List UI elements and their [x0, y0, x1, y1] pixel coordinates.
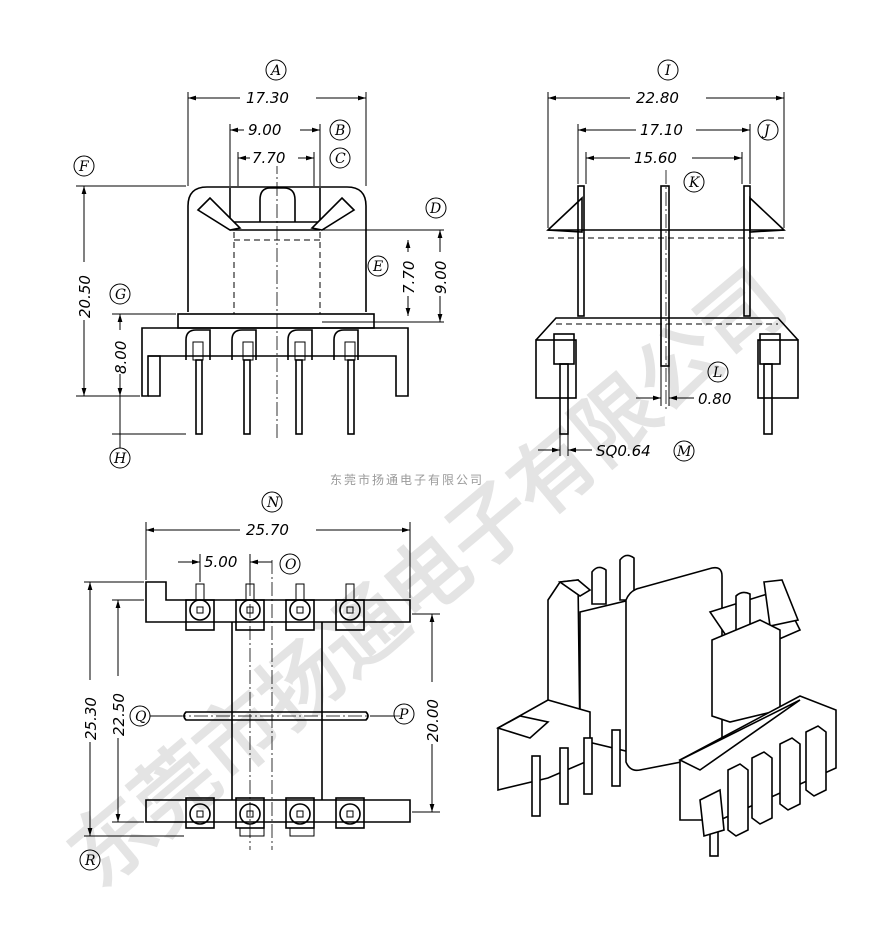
- dim-f-value: 20.50: [76, 275, 94, 318]
- label-q: Q: [135, 709, 147, 725]
- label-r: R: [84, 853, 96, 869]
- dim-n-value: 25.70: [246, 521, 289, 539]
- dim-l-value: 0.80: [698, 390, 731, 408]
- dim-j-value: 17.10: [640, 121, 683, 139]
- front-pins: [185, 329, 359, 435]
- dim-g-value: 8.00: [112, 341, 130, 374]
- dim-p-value: 20.00: [424, 699, 442, 742]
- bottom-view: 25.70 N 5.00 O 25.30 R 22.50 Q 20.: [79, 491, 442, 871]
- label-h: H: [113, 451, 127, 467]
- label-m: M: [676, 444, 692, 460]
- label-o: O: [285, 557, 297, 573]
- dim-i-value: 22.80: [636, 89, 679, 107]
- label-d: D: [429, 201, 441, 217]
- label-i: I: [664, 63, 671, 79]
- side-view: 22.80 I 17.10 J 15.60 K 0.80 L SQ0.64: [535, 59, 799, 462]
- label-l: L: [712, 365, 722, 381]
- dim-d-value: 9.00: [432, 261, 450, 294]
- label-p: P: [398, 707, 409, 723]
- label-e: E: [372, 259, 383, 275]
- label-k: K: [688, 175, 701, 191]
- dim-e-value: 7.70: [400, 261, 418, 294]
- label-g: G: [115, 287, 126, 303]
- label-a: A: [269, 63, 281, 79]
- label-f: F: [78, 159, 90, 175]
- label-b: B: [334, 123, 345, 139]
- label-c: C: [335, 151, 346, 167]
- isometric-pins: [727, 725, 827, 837]
- dim-a-value: 17.30: [246, 89, 289, 107]
- dim-r-value: 25.30: [82, 697, 100, 740]
- watermark-small: 东莞市扬通电子有限公司: [330, 472, 484, 487]
- label-n: N: [266, 495, 280, 511]
- dim-b-value: 9.00: [248, 121, 281, 139]
- front-view: 17.30 A 9.00 B 7.70 C 20.50 F 8.00: [73, 59, 450, 469]
- dim-o-value: 5.00: [204, 553, 237, 571]
- dim-q-value: 22.50: [110, 693, 128, 736]
- dim-c-value: 7.70: [252, 149, 285, 167]
- dim-m-value: SQ0.64: [596, 442, 651, 460]
- dim-k-value: 15.60: [634, 149, 677, 167]
- label-j: J: [761, 123, 771, 139]
- isometric-view: [495, 554, 837, 857]
